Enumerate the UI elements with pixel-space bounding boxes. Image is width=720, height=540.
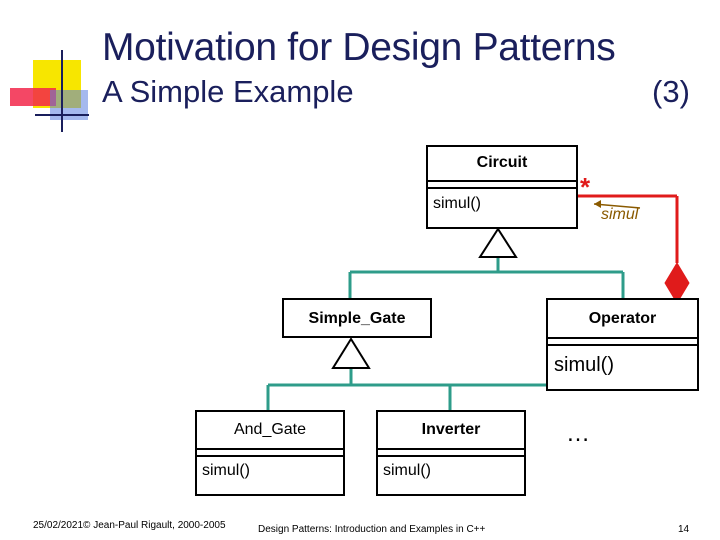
operator-operation: simul() — [554, 354, 614, 376]
circuit-operation: simul() — [433, 195, 481, 212]
and-gate-name-separator — [197, 448, 343, 450]
operator-name-separator — [548, 337, 697, 339]
inheritance-lines-circuit — [348, 257, 625, 298]
inheritance-arrow-simple-gate — [331, 337, 371, 369]
role-arrow-head — [594, 200, 601, 208]
aggregation-line — [578, 194, 679, 263]
operator-attr-separator — [548, 344, 697, 346]
decor-vertical-line — [61, 50, 63, 132]
circuit-name-separator — [428, 180, 576, 182]
inverter-operation: simul() — [383, 462, 431, 479]
slide-subtitle: A Simple Example — [102, 74, 354, 109]
and-gate-class-box: And_Gate simul() — [195, 410, 345, 496]
footer-date-author: 25/02/2021© Jean-Paul Rigault, 2000-2005 — [33, 520, 226, 531]
operator-class-name: Operator — [588, 310, 657, 327]
inheritance-lines-simple-gate — [266, 368, 550, 410]
inverter-class-box: Inverter simul() — [376, 410, 526, 496]
circuit-class-name: Circuit — [476, 154, 528, 171]
role-arrow-line — [593, 203, 641, 209]
circuit-attr-separator — [428, 187, 576, 189]
aggregation-diamond — [664, 262, 690, 304]
simple-gate-class-box: Simple_Gate — [282, 298, 432, 338]
footer-course-title: Design Patterns: Introduction and Exampl… — [258, 524, 486, 535]
decor-red-bar — [10, 88, 56, 106]
inverter-class-name: Inverter — [421, 421, 481, 438]
slide-title: Motivation for Design Patterns — [102, 26, 616, 69]
and-gate-attr-separator — [197, 455, 343, 457]
inheritance-arrow-circuit — [478, 227, 518, 258]
and-gate-class-name: And_Gate — [233, 421, 307, 438]
operator-class-box: Operator simul() — [546, 298, 699, 391]
footer-page-number: 14 — [678, 524, 690, 535]
multiplicity-label: * — [580, 172, 591, 202]
more-subclasses-ellipsis: … — [566, 420, 590, 447]
decor-horizontal-line — [35, 114, 89, 116]
role-label: simul — [601, 206, 639, 223]
inverter-name-separator — [378, 448, 524, 450]
and-gate-operation: simul() — [202, 462, 250, 479]
inverter-attr-separator — [378, 455, 524, 457]
circuit-class-box: Circuit simul() — [426, 145, 578, 229]
simple-gate-class-name: Simple_Gate — [308, 310, 406, 327]
slide-part-number: (3) — [652, 74, 690, 109]
